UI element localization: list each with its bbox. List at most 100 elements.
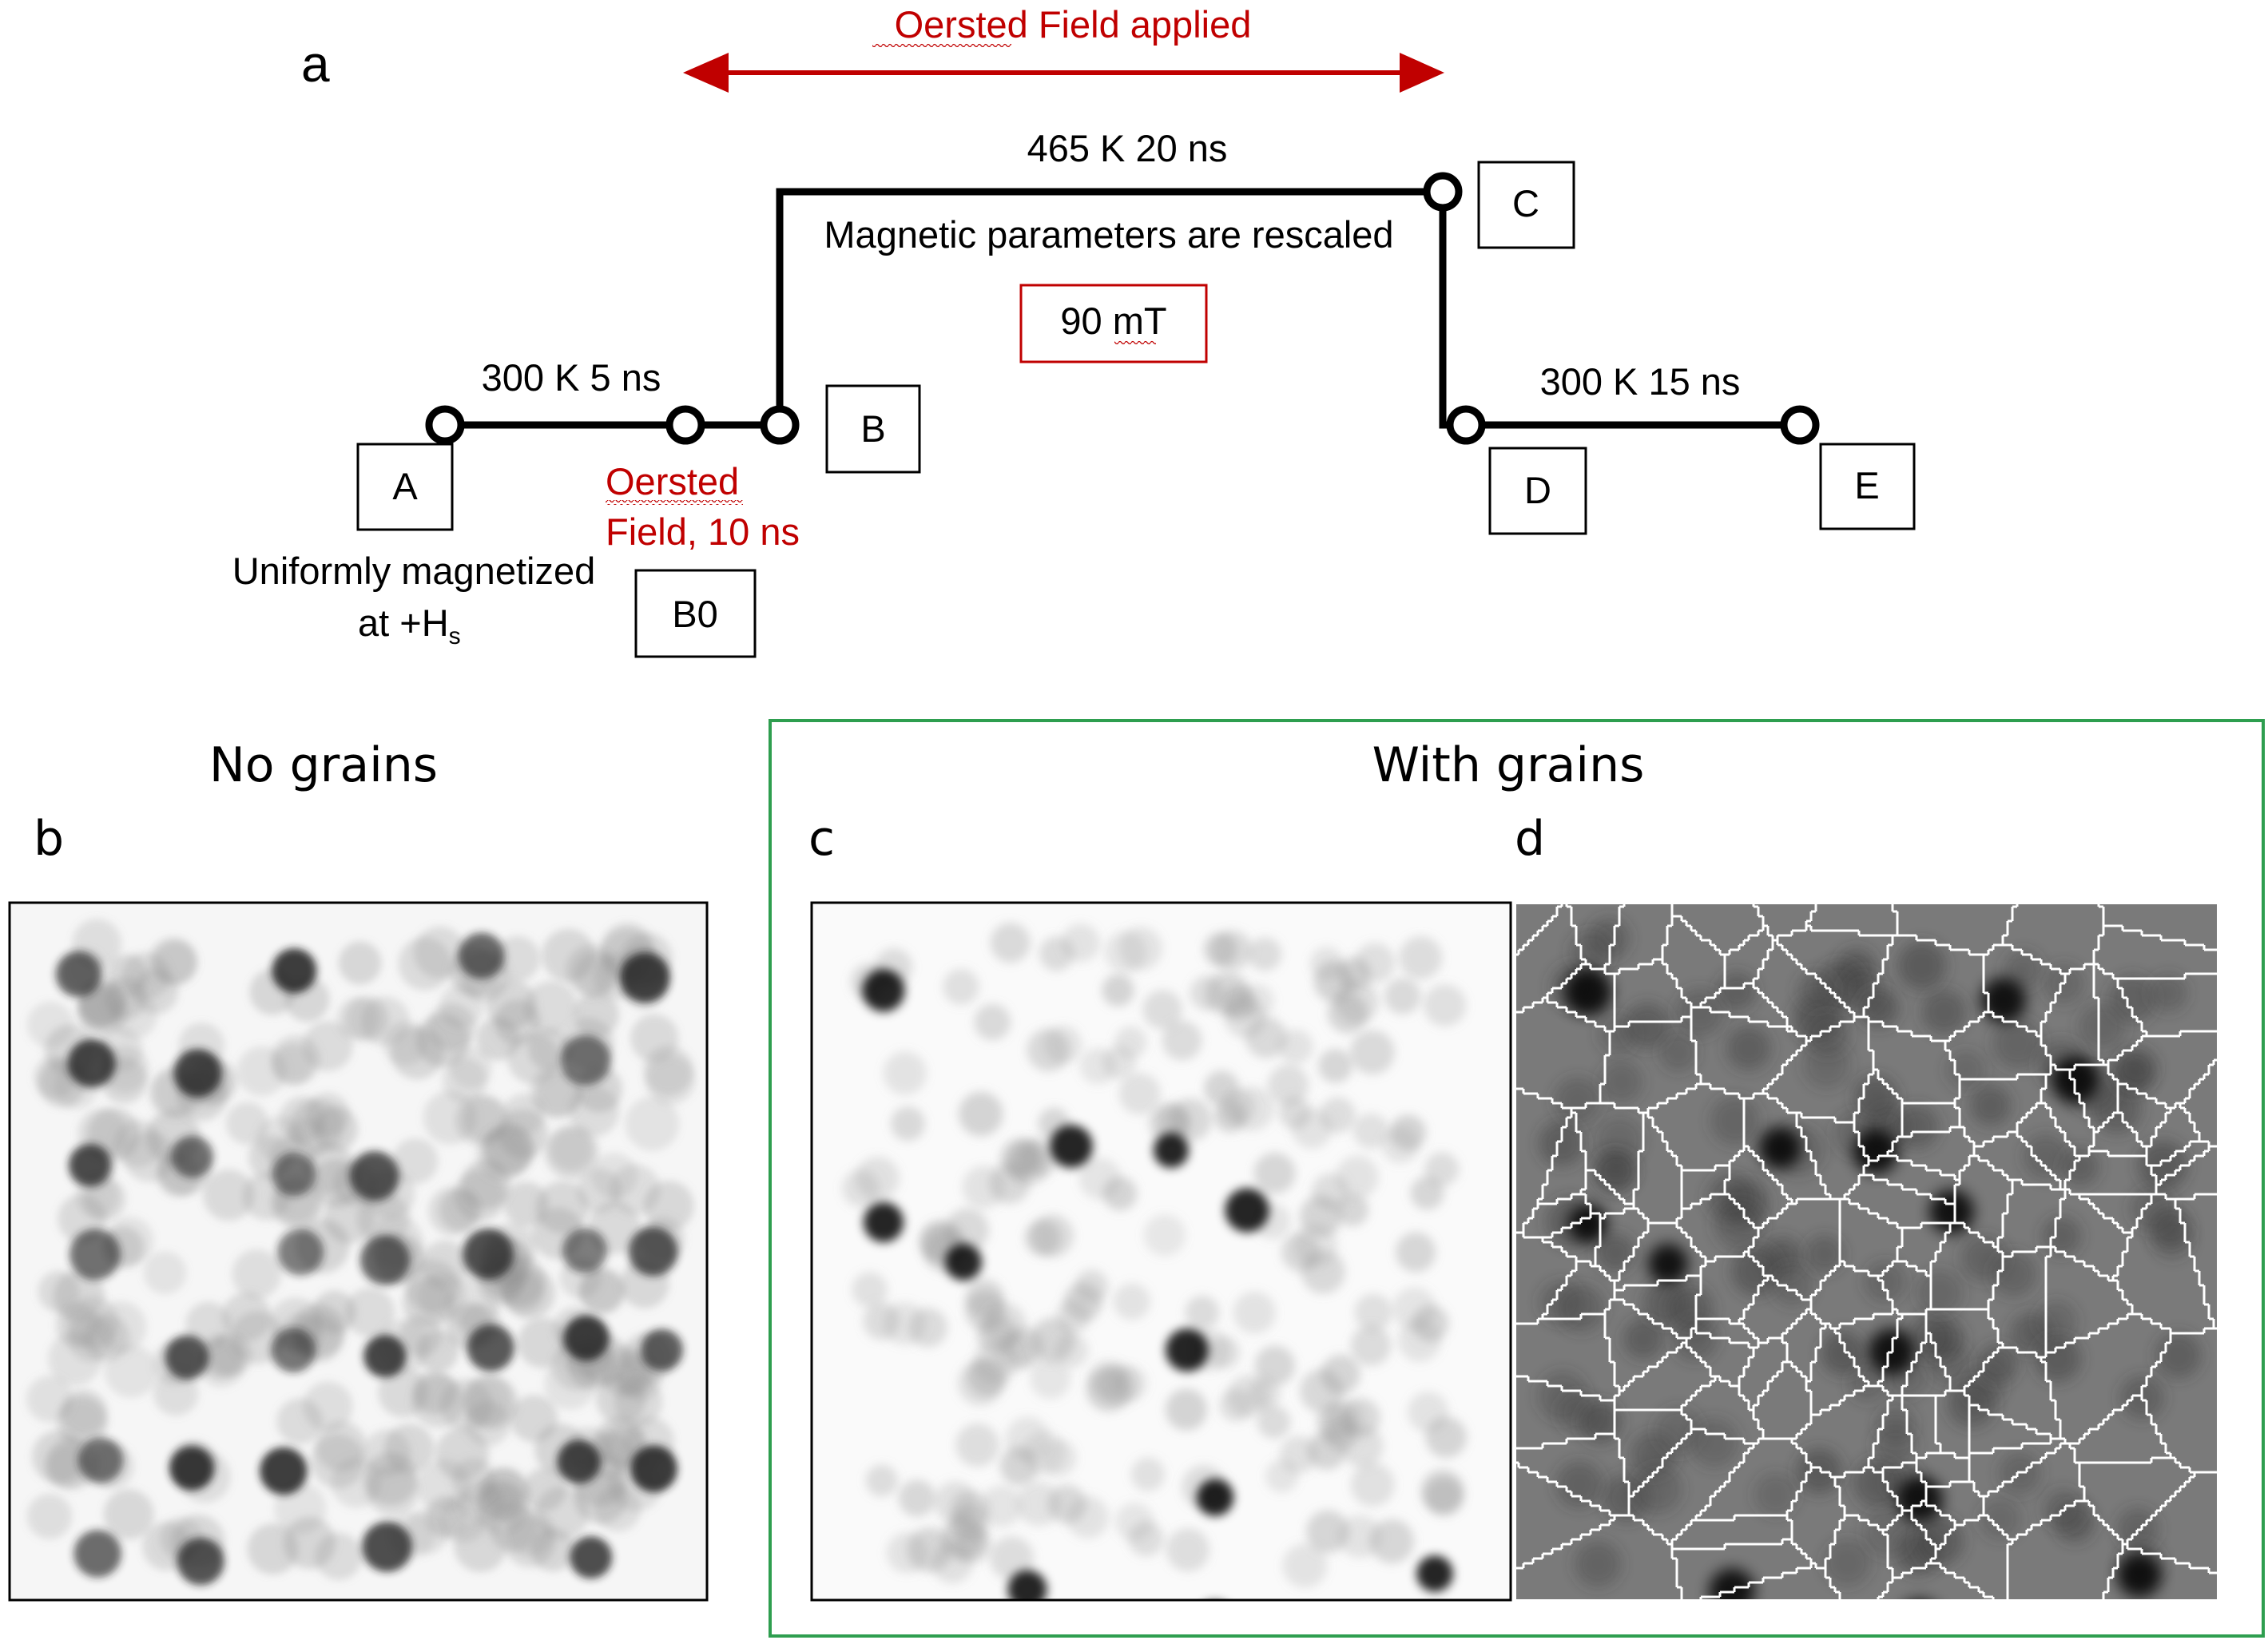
ghost-blob [306, 1092, 350, 1137]
ghost-blob [1143, 1214, 1186, 1257]
ghost-blob [1390, 1114, 1426, 1151]
node-a [425, 405, 465, 445]
ghost-blob [1257, 1405, 1291, 1439]
ghost-blob [391, 1026, 444, 1080]
skyrmion-blob [272, 948, 317, 994]
skyrmion-blob [177, 1538, 224, 1586]
skyrmion-blob [277, 1229, 324, 1276]
ghost-blob [883, 1051, 927, 1095]
ghost-blob [1169, 1098, 1212, 1142]
field-strength-value: 90 mT [1060, 300, 1166, 342]
ghost-blob [1027, 1028, 1070, 1072]
ghost-blob [1353, 1113, 1389, 1150]
skyrmion-blob [863, 1201, 904, 1243]
ghost-blob [1579, 1400, 1622, 1443]
ghost-blob [153, 941, 197, 985]
ghost-blob [1185, 1295, 1220, 1330]
ghost-blob [1225, 996, 1266, 1038]
ghost-blob [1074, 1269, 1109, 1303]
ghost-blob [1016, 1482, 1061, 1527]
ghost-blob [256, 1115, 304, 1162]
ghost-blob [1412, 1304, 1449, 1342]
ghost-blob [1384, 978, 1421, 1015]
ghost-blob [1666, 1285, 1714, 1332]
ghost-blob [1897, 941, 1947, 991]
ghost-blob [1337, 957, 1372, 991]
grains-group-title: With grains [1372, 737, 1645, 793]
box-c: C [1477, 161, 1575, 249]
ghost-blob [1369, 1519, 1415, 1564]
panel-b-skyrmion-field [26, 919, 696, 1586]
ghost-blob [1350, 1325, 1392, 1366]
ghost-blob [1797, 970, 1837, 1010]
ghost-blob [1970, 1085, 2012, 1126]
ghost-blob [428, 1186, 477, 1236]
ghost-blob [591, 1152, 638, 1199]
ghost-blob [2023, 1134, 2069, 1180]
skyrmion-blob [557, 1439, 601, 1484]
ghost-blob [1947, 1379, 1996, 1428]
ghost-blob [1350, 1030, 1395, 1075]
ghost-blob [1726, 1026, 1771, 1070]
skyrmion-blob [1647, 1243, 1689, 1285]
ghost-blob [852, 1272, 888, 1308]
ghost-blob [1102, 1046, 1136, 1079]
ghost-blob [1233, 1291, 1276, 1334]
spell-underline-mt [1114, 340, 1156, 344]
ghost-blob [454, 1519, 507, 1572]
ghost-blob [1248, 937, 1282, 971]
ghost-blob [345, 1287, 395, 1337]
ghost-blob [1945, 1050, 1987, 1090]
ghost-blob [544, 1125, 599, 1180]
panel-b-title: No grains [209, 737, 438, 793]
ghost-blob [951, 1503, 989, 1542]
panel-c-skyrmion-field [842, 923, 1467, 1600]
skyrmion-blob [1166, 1328, 1209, 1372]
ghost-blob [983, 1303, 1027, 1346]
ghost-blob [398, 937, 451, 991]
ghost-blob [1338, 1515, 1382, 1559]
ghost-blob [999, 1447, 1039, 1486]
ghost-blob [1916, 1269, 1964, 1316]
ghost-blob [1410, 1176, 1444, 1210]
oersted-label-line1: Oersted [606, 460, 739, 502]
ghost-blob [886, 1532, 928, 1574]
ghost-blob [1056, 1299, 1090, 1334]
ghost-blob [450, 1046, 492, 1089]
panel-b-frame [8, 901, 709, 1602]
panel-c-letter: c [808, 811, 835, 867]
box-c-label: C [1512, 182, 1539, 224]
node-d [1446, 405, 1486, 445]
ghost-blob [1098, 1364, 1140, 1406]
ghost-blob [1350, 1463, 1395, 1507]
ghost-blob [1162, 1020, 1202, 1061]
ghost-blob [236, 1046, 287, 1096]
skyrmion-blob [1896, 1475, 1944, 1523]
ghost-blob [1977, 1344, 2019, 1385]
ghost-blob [1675, 987, 1725, 1037]
ghost-blob [203, 1169, 255, 1221]
ghost-blob [1396, 1232, 1436, 1273]
ghost-blob [1770, 1263, 1814, 1307]
ghost-blob [103, 1489, 154, 1540]
ghost-blob [1539, 1120, 1585, 1167]
skyrmion-blob [1896, 1599, 1943, 1640]
ghost-blob [1278, 1029, 1313, 1065]
ghost-blob [1000, 1138, 1039, 1178]
skyrmion-blob [69, 1144, 111, 1186]
ghost-blob [1306, 1510, 1349, 1554]
panel-a-letter: a [301, 35, 330, 93]
ghost-blob [573, 951, 619, 998]
ghost-blob [1574, 1540, 1622, 1588]
skyrmion-blob [77, 1437, 124, 1483]
ghost-blob [943, 968, 979, 1005]
ghost-blob [1291, 1108, 1333, 1149]
panel-b-letter: b [34, 811, 64, 867]
spell-underline-oersted [606, 500, 743, 505]
ghost-blob [962, 1165, 1006, 1209]
ghost-blob [856, 1156, 900, 1201]
ghost-blob [1557, 1284, 1606, 1332]
ghost-blob [1166, 1388, 1207, 1431]
skyrmion-blob [463, 1229, 514, 1280]
